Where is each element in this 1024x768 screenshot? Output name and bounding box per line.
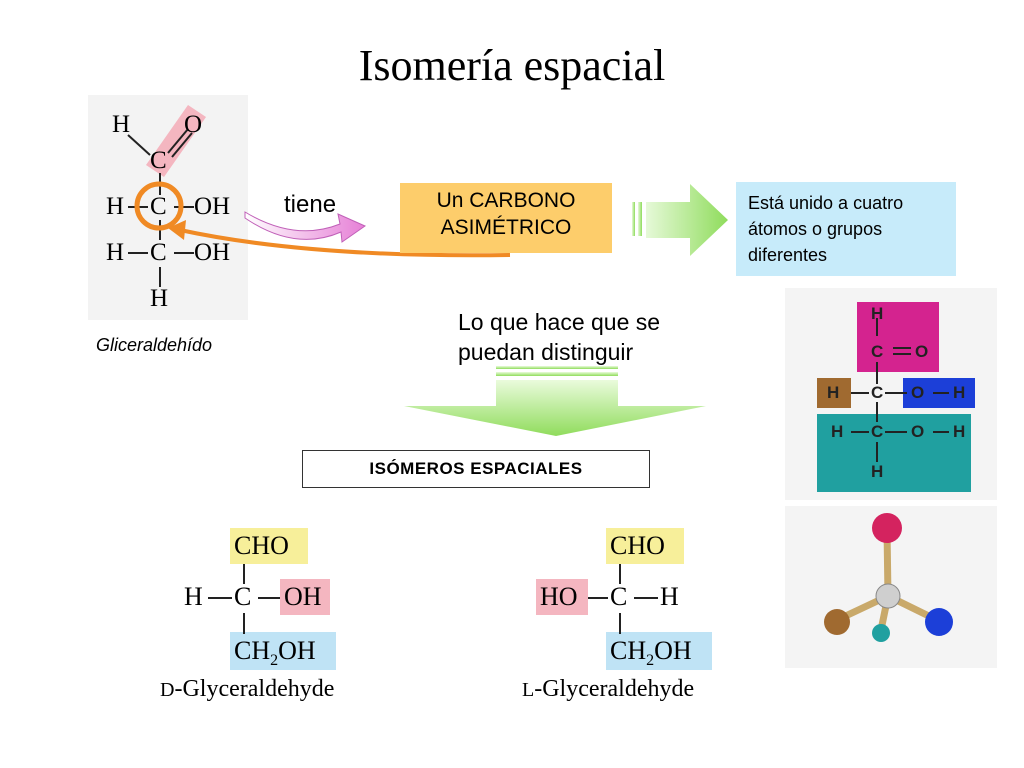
m-c-top: C [871, 342, 884, 361]
d-glyceraldehyde: CHO H C OH CH2OH D-Glyceraldehyde [160, 520, 380, 710]
m-h-low-left: H [831, 422, 844, 441]
l-glyceraldehyde: CHO HO C H CH2OH L-Glyceraldehyde [522, 520, 742, 710]
d-oh: OH [284, 582, 322, 611]
green-right-arrow-icon [632, 184, 728, 256]
teal-group [817, 414, 971, 492]
atom-h-top: H [112, 111, 131, 138]
definition-line1: Está unido a cuatro [748, 193, 904, 213]
l-c: C [610, 582, 628, 611]
m-o-top: O [915, 342, 929, 361]
orange-curved-arrow-icon [168, 220, 511, 258]
l-ch2oh: CH2OH [610, 636, 692, 670]
d-cho-highlight [230, 528, 308, 564]
distinguish-line1: Lo que hace que se [458, 309, 661, 335]
d-cho: CHO [234, 531, 289, 560]
m-o-right: O [911, 383, 925, 402]
pink-curved-arrow-icon [244, 211, 367, 243]
definition-box: Está unido a cuatro átomos o grupos dife… [736, 182, 956, 276]
definition-line2: átomos o grupos [748, 219, 883, 239]
l-h: H [660, 582, 679, 611]
m-c-mid: C [871, 383, 884, 402]
green-down-arrow-icon [404, 366, 706, 436]
atom-h-left3: H [106, 239, 125, 266]
definition-line3: diferentes [748, 245, 828, 265]
magenta-group [857, 302, 939, 372]
l-cho: CHO [610, 531, 665, 560]
l-caption: L-Glyceraldehyde [522, 676, 695, 702]
d-bonds [208, 564, 280, 634]
atom-c2: C [150, 193, 167, 220]
l-cho-highlight [606, 528, 684, 564]
model-bonds [851, 318, 949, 462]
colored-group-model: H C O H C O H H C O H H [785, 288, 997, 500]
m-c-low: C [871, 422, 884, 441]
slide-title: Isomería espacial [358, 41, 666, 90]
m-h-left: H [827, 383, 840, 402]
atom-o-top: O [184, 111, 203, 138]
d-c: C [234, 582, 252, 611]
m-h-top: H [871, 304, 884, 323]
glyceraldehyde-structure: H O C H C OH H C OH H [88, 95, 248, 320]
l-ho: HO [540, 582, 578, 611]
group-oh-right3: OH [194, 239, 231, 266]
m-h-right: H [953, 383, 966, 402]
ball-and-stick-model-icon [785, 506, 997, 668]
atom-c3: C [150, 239, 167, 266]
m-h-bottom: H [871, 462, 884, 481]
distinguish-text: Lo que hace que se puedan distinguir [458, 307, 660, 367]
d-caption: D-Glyceraldehyde [160, 676, 335, 702]
carbono-line2: ASIMÉTRICO [440, 216, 572, 239]
l-ho-highlight [536, 579, 588, 615]
brown-group [817, 378, 851, 408]
l-ch2oh-highlight [606, 632, 712, 670]
tiene-label: tiene [284, 191, 337, 218]
l-bonds [588, 564, 658, 634]
atom-c1: C [150, 147, 167, 174]
d-ch2oh: CH2OH [234, 636, 316, 670]
atom-h-bottom: H [150, 285, 169, 312]
atom-h-left2: H [106, 193, 125, 220]
m-h-low-right: H [953, 422, 966, 441]
structure-bonds [127, 105, 206, 287]
distinguish-line2: puedan distinguir [458, 339, 634, 365]
asymmetric-carbon-circle-icon [134, 181, 184, 231]
isomeros-espaciales-label: ISÓMEROS ESPACIALES [302, 450, 650, 488]
group-oh-right2: OH [194, 193, 231, 220]
d-h: H [184, 582, 203, 611]
m-o-low: O [911, 422, 925, 441]
carbono-line1: Un CARBONO [436, 189, 576, 212]
d-oh-highlight [280, 579, 330, 615]
asymmetric-carbon-box: Un CARBONO ASIMÉTRICO [400, 183, 612, 253]
d-ch2oh-highlight [230, 632, 336, 670]
structure-caption: Gliceraldehído [96, 335, 213, 355]
